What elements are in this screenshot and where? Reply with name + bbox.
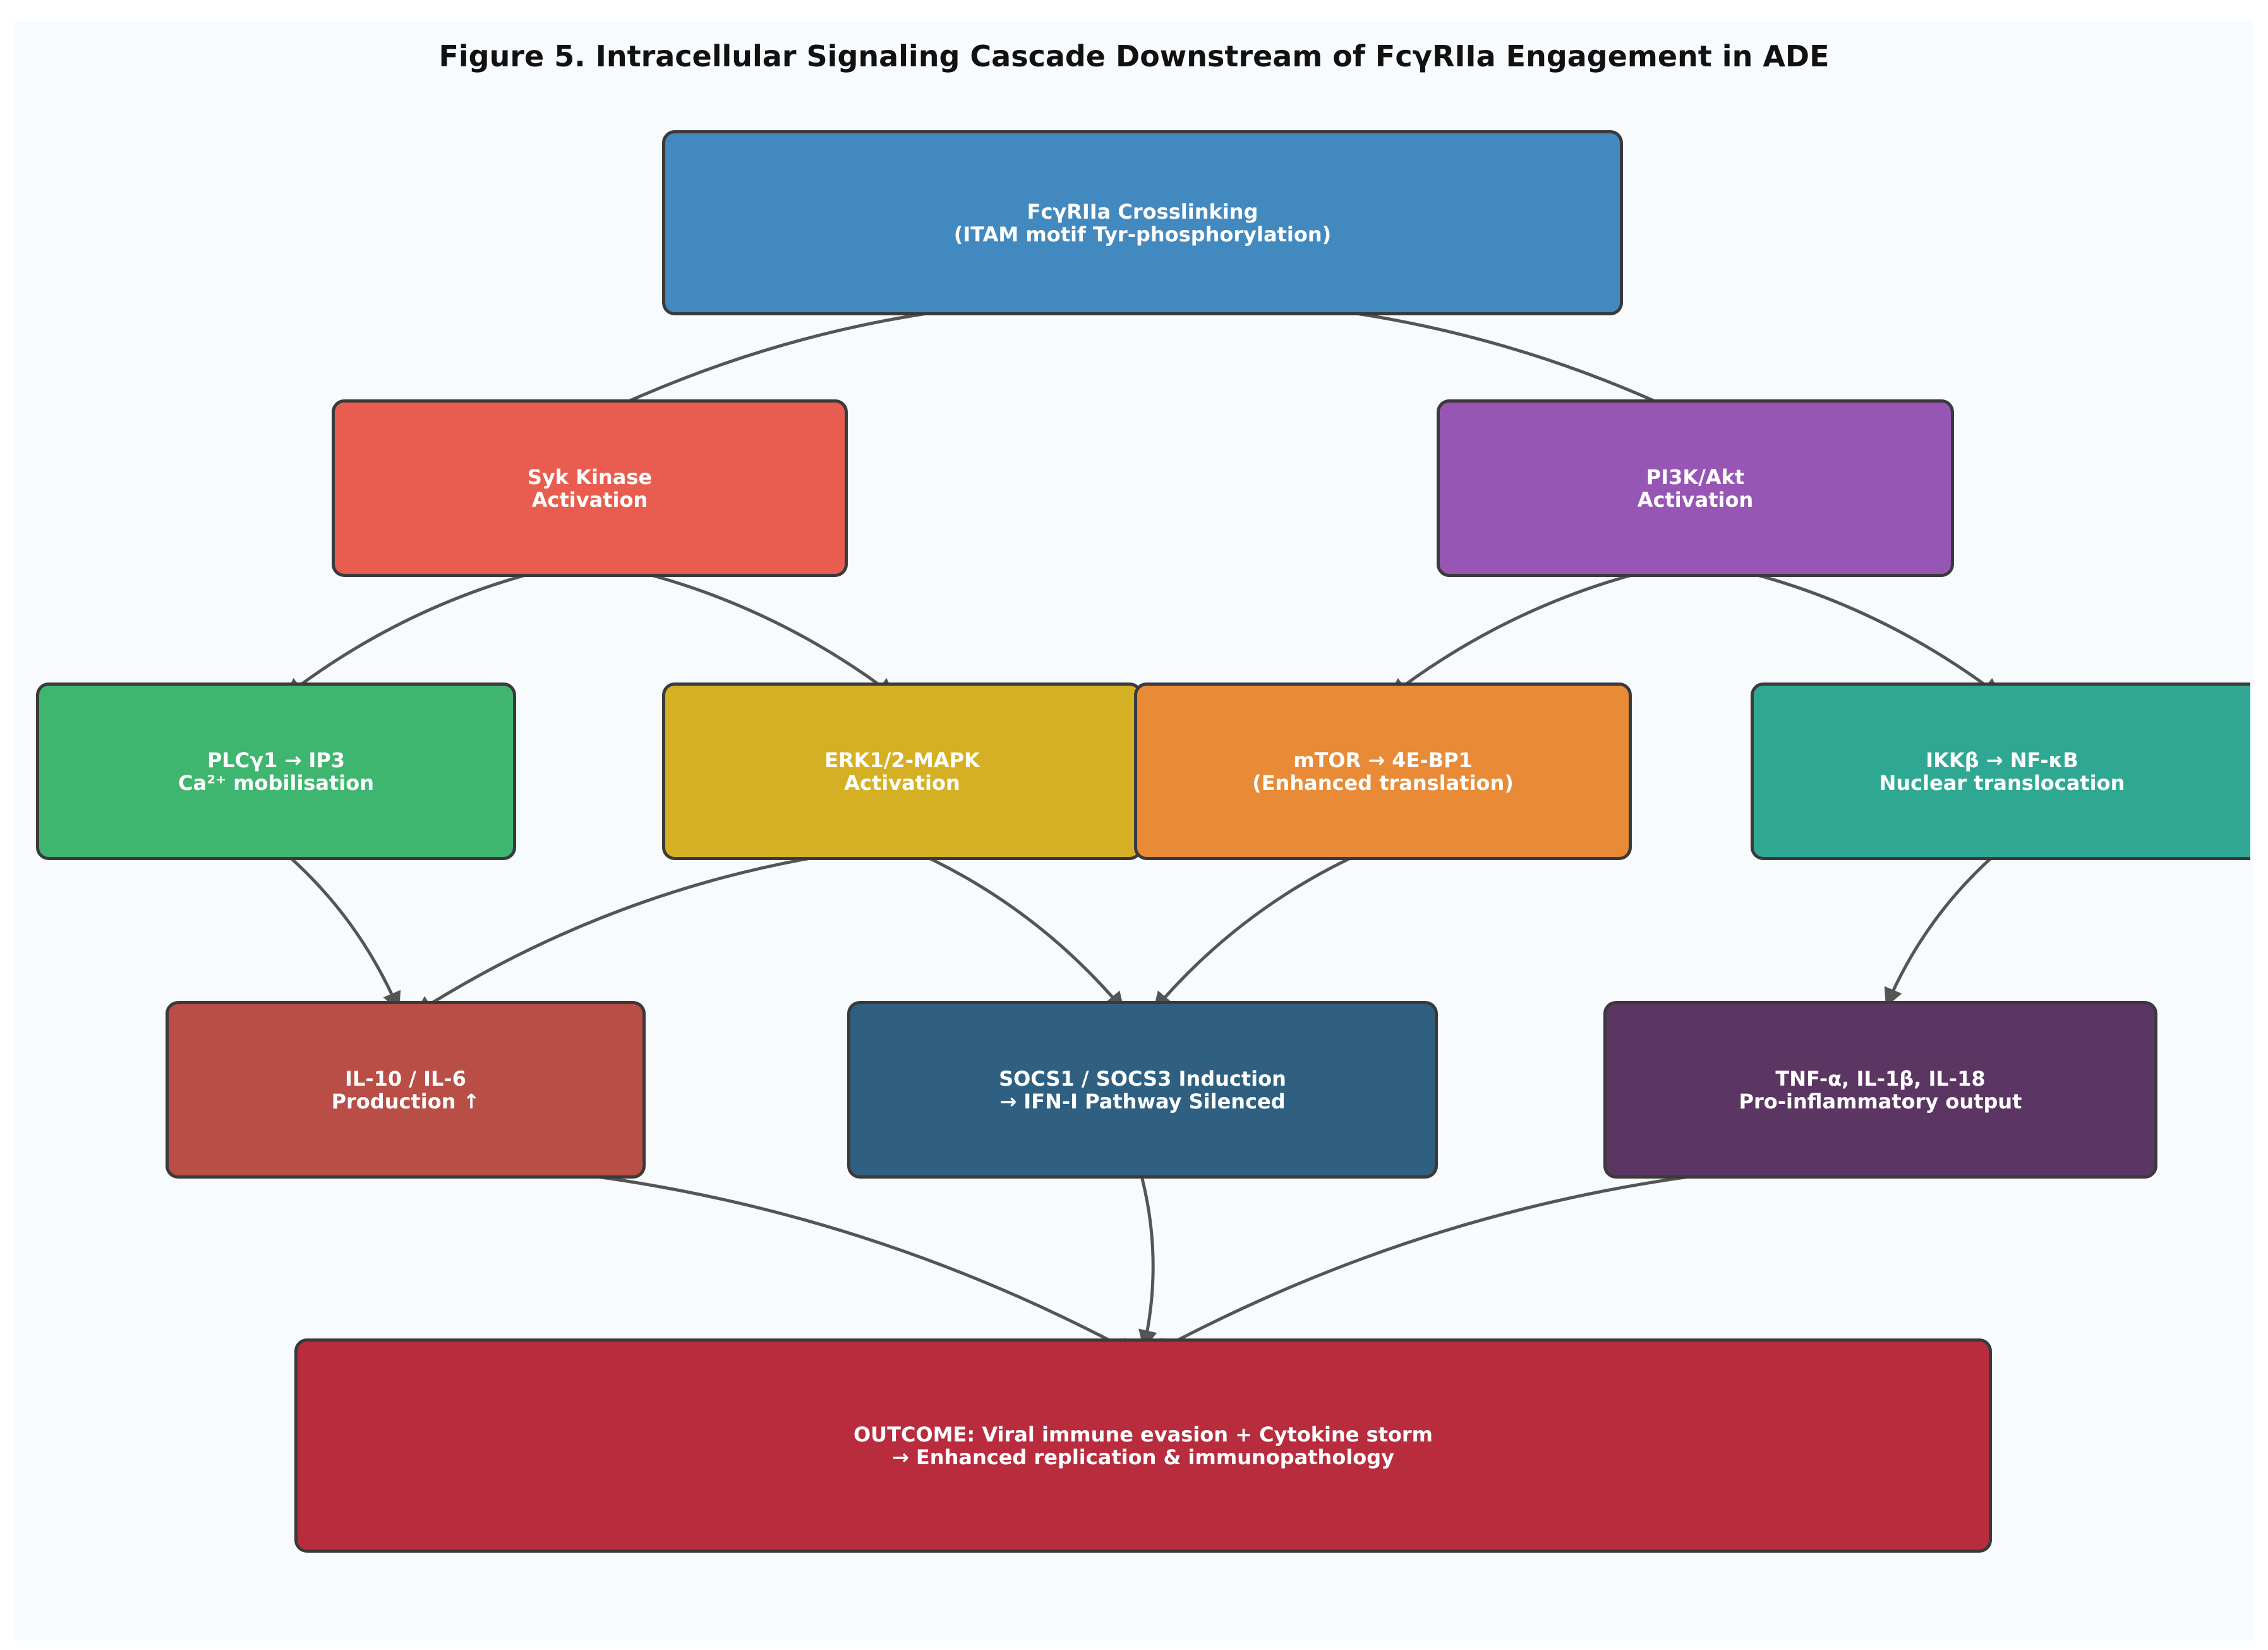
figure-title: Figure 5. Intracellular Signaling Cascad…	[438, 39, 1830, 73]
edge-fcgr-to-syk	[596, 298, 1141, 418]
edge-syk-to-plc	[283, 559, 588, 698]
node-tnf-line2: Pro-inflammatory output	[1739, 1089, 2022, 1113]
node-socs-line2: → IFN-I Pathway Silenced	[999, 1089, 1286, 1113]
edge-syk-to-erk	[587, 559, 897, 698]
node-fcgr-crosslinking: FcγRIIa Crosslinking (ITAM motif Tyr-pho…	[662, 130, 1623, 315]
node-fcgr-line2: (ITAM motif Tyr-phosphorylation)	[953, 222, 1332, 246]
node-erk-line2: Activation	[844, 770, 960, 795]
edge-plc-to-il10	[277, 846, 401, 1012]
node-erk-mapk: ERK1/2-MAPK Activation	[662, 682, 1142, 860]
edge-ikk-to-tnf	[1884, 846, 2005, 1008]
node-ikkb-nfkb: IKKβ → NF-κB Nuclear translocation	[1751, 682, 2250, 860]
node-erk-line1: ERK1/2-MAPK	[824, 748, 980, 772]
edge-socs-to-outcome	[1138, 1178, 1157, 1350]
node-plc-line2: Ca²⁺ mobilisation	[178, 770, 374, 795]
node-socs-induction: SOCS1 / SOCS3 Induction → IFN-I Pathway …	[847, 1001, 1438, 1179]
node-plcg1-ip3: PLCγ1 → IP3 Ca²⁺ mobilisation	[36, 682, 516, 860]
edge-tnf-to-outcome	[1149, 1160, 1877, 1357]
edge-erk-to-il10	[413, 844, 902, 1016]
edge-mtor-to-socs	[1152, 844, 1379, 1012]
node-syk-line2: Activation	[531, 487, 648, 512]
edge-fcgr-to-pi3k	[1140, 298, 1688, 418]
node-ikk-line2: Nuclear translocation	[1879, 770, 2125, 795]
node-pi3k-akt: PI3K/Akt Activation	[1437, 399, 1954, 577]
node-tnf-line1: TNF-α, IL-1β, IL-18	[1775, 1066, 1986, 1091]
node-mtor-4ebp1: mTOR → 4E-BP1 (Enhanced translation)	[1134, 682, 1632, 860]
edge-il10-to-outcome	[409, 1160, 1138, 1357]
node-socs-line1: SOCS1 / SOCS3 Induction	[999, 1066, 1286, 1091]
edge-erk-to-socs	[901, 844, 1126, 1012]
node-outcome: OUTCOME: Viral immune evasion + Cytokine…	[294, 1338, 1992, 1553]
node-il10-line2: Production ↑	[331, 1089, 480, 1113]
node-ikk-line1: IKKβ → NF-κB	[1926, 748, 2078, 772]
node-mtor-line1: mTOR → 4E-BP1	[1293, 748, 1473, 772]
node-pi3k-line2: Activation	[1637, 487, 1754, 512]
node-syk-line1: Syk Kinase	[527, 464, 653, 489]
node-pi3k-line1: PI3K/Akt	[1646, 464, 1745, 489]
edge-pi3k-to-mtor	[1387, 559, 1695, 698]
node-outcome-line1: OUTCOME: Viral immune evasion + Cytokine…	[853, 1422, 1433, 1447]
edge-pi3k-to-ikk	[1694, 559, 2003, 698]
node-tnf-output: TNF-α, IL-1β, IL-18 Pro-inflammatory out…	[1603, 1001, 2157, 1179]
node-il10-line1: IL-10 / IL-6	[345, 1066, 466, 1091]
node-mtor-line2: (Enhanced translation)	[1252, 770, 1514, 795]
node-il10-il6: IL-10 / IL-6 Production ↑	[166, 1001, 646, 1179]
node-plc-line1: PLCγ1 → IP3	[207, 748, 346, 772]
node-fcgr-line1: FcγRIIa Crosslinking	[1027, 199, 1258, 224]
node-syk-kinase: Syk Kinase Activation	[332, 399, 848, 577]
node-outcome-line2: → Enhanced replication & immunopathology	[891, 1445, 1395, 1469]
